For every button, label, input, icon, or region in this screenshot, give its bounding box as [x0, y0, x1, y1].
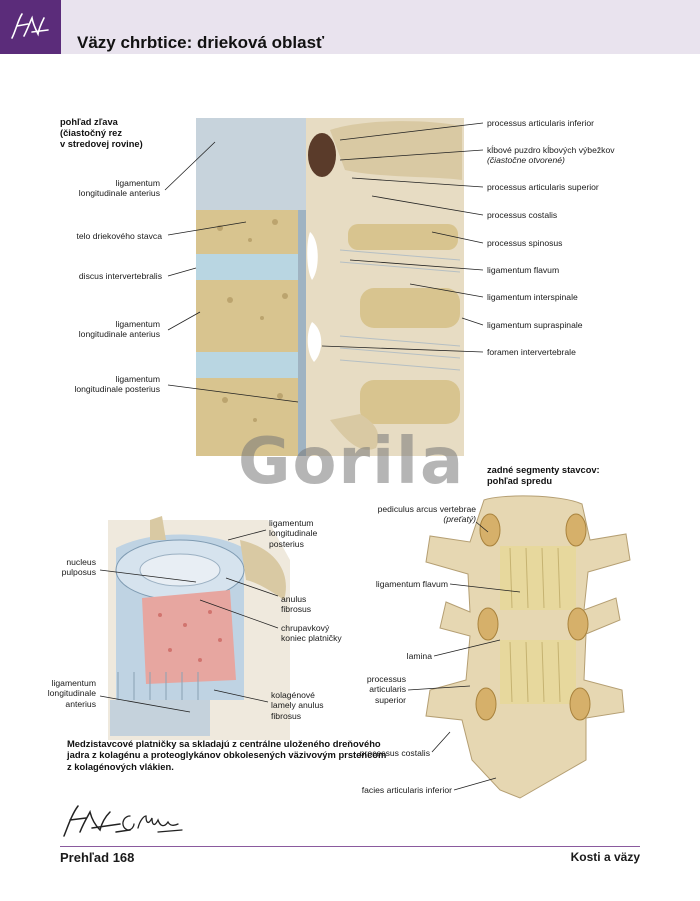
- label-foramen-intervertebrale: foramen intervertebrale: [487, 347, 576, 357]
- label-lig-long-posterius: ligamentum longitudinale posterius: [74, 374, 160, 395]
- label-lig-long-anterius-2: ligamentum longitudinale anterius: [79, 319, 160, 340]
- label-post-lig-flavum: ligamentum flavum: [376, 579, 448, 589]
- label-line: kĺbové puzdro kĺbových výbežkov: [487, 145, 615, 155]
- label-line: ligamentum flavum: [487, 265, 560, 275]
- footer-rule: [60, 846, 640, 847]
- label-line: koniec platničky: [281, 633, 342, 644]
- heading-line: v stredovej rovine): [60, 139, 143, 149]
- label-line: fibrosus: [281, 604, 312, 615]
- label-line: ligamentum: [51, 678, 96, 688]
- disc-caption: Medzistavcové platničky sa skladajú z ce…: [67, 738, 387, 772]
- label-line: longitudinale posterius: [74, 384, 160, 395]
- heading-line: zadné segmenty stavcov:: [487, 465, 600, 475]
- label-line: ligamentum: [269, 518, 314, 528]
- label-discus: discus intervertebralis: [79, 271, 162, 281]
- label-line: processus: [366, 674, 406, 684]
- label-pediculus: pediculus arcus vertebrae (preťatý): [378, 504, 476, 525]
- label-proc-art-superior: processus articularis superior: [487, 182, 599, 192]
- label-lig-supraspinale: ligamentum supraspinale: [487, 320, 583, 330]
- label-line: anterius: [65, 698, 96, 709]
- label-proc-art-inferior: processus articularis inferior: [487, 118, 594, 128]
- label-post-proc-costalis: processus costalis: [360, 748, 430, 758]
- label-line: superior: [374, 694, 406, 705]
- label-line: anulus: [281, 594, 307, 604]
- label-lig-interspinale: ligamentum interspinale: [487, 292, 578, 302]
- label-line: discus intervertebralis: [78, 271, 162, 281]
- label-post-proc-art-superior: processus articularis superior: [367, 674, 406, 705]
- watermark: Gorila: [238, 425, 466, 499]
- label-line: ligamentum interspinale: [487, 292, 578, 302]
- footer-section-label: Kosti a väzy: [570, 850, 640, 864]
- label-line: facies articularis inferior: [361, 785, 452, 795]
- label-line: lamina: [406, 651, 432, 661]
- machado-signature: [122, 815, 183, 833]
- label-line: ligamentum: [115, 374, 160, 384]
- label-line: fibrosus: [271, 710, 302, 721]
- label-line: nucleus: [66, 557, 96, 567]
- label-line: pediculus arcus vertebrae: [377, 504, 476, 514]
- label-facies-articularis: facies articularis inferior: [362, 785, 452, 795]
- label-line: posterius: [269, 538, 304, 549]
- label-telo-stavca: telo driekového stavca: [76, 231, 162, 241]
- label-line: processus spinosus: [487, 238, 563, 248]
- page-title: Väzy chrbtice: drieková oblasť: [77, 33, 325, 52]
- label-anulus-fibrosus: anulus fibrosus: [281, 594, 311, 615]
- label-line: ligamentum flavum: [375, 579, 448, 589]
- label-line: foramen intervertebrale: [487, 347, 576, 357]
- label-line: pulposus: [61, 567, 96, 578]
- footer-page-label: Prehľad 168: [60, 850, 135, 865]
- label-line: ligamentum: [115, 319, 160, 329]
- label-note: (čiastočne otvorené): [487, 155, 565, 166]
- label-line: processus articularis superior: [487, 182, 599, 192]
- label-line: ligamentum: [115, 178, 160, 188]
- intervertebral-disc-illustration: [108, 516, 290, 740]
- label-lig-flavum: ligamentum flavum: [487, 265, 559, 275]
- heading-line: (čiastočný rez: [60, 128, 123, 138]
- label-line: longitudinale anterius: [78, 329, 160, 340]
- lumbar-spine-lateral-illustration: [196, 118, 464, 456]
- label-nucleus-pulposus: nucleus pulposus: [62, 557, 96, 578]
- label-line: ligamentum supraspinale: [487, 320, 583, 330]
- label-line: articularis: [369, 684, 406, 695]
- posterior-vertebral-segments-illustration: [425, 495, 631, 799]
- heading-line: pohľad zľava: [60, 117, 118, 127]
- netter-signature-icon: [11, 13, 49, 39]
- label-line: kolagénové: [271, 690, 315, 700]
- label-line: processus costalis: [487, 210, 558, 220]
- label-line: lamely anulus: [271, 700, 324, 711]
- label-kolagenove-lamely: kolagénové lamely anulus fibrosus: [271, 690, 324, 721]
- label-line: longitudinale anterius: [78, 188, 160, 199]
- label-disc-lig-long-posterius: ligamentum longitudinale posterius: [269, 518, 317, 549]
- label-line: processus costalis: [359, 748, 430, 758]
- label-line: longitudinale: [269, 528, 318, 539]
- netter-logo: [0, 0, 61, 54]
- label-proc-spinosus: processus spinosus: [487, 238, 562, 248]
- top-figure-heading: pohľad zľava (čiastočný rez v stredovej …: [60, 117, 143, 150]
- label-chrupavkovy-koniec: chrupavkový koniec platničky: [281, 623, 342, 644]
- heading-line: pohľad spredu: [487, 476, 553, 486]
- posterior-figure-heading: zadné segmenty stavcov: pohľad spredu: [487, 465, 600, 487]
- label-lig-long-anterius-1: ligamentum longitudinale anterius: [79, 178, 160, 199]
- label-disc-lig-long-anterius: ligamentum longitudinale anterius: [48, 678, 96, 709]
- label-klbove-puzdro: kĺbové puzdro kĺbových výbežkov (čiastoč…: [487, 145, 615, 166]
- header-band: [0, 0, 700, 54]
- label-proc-costalis: processus costalis: [487, 210, 557, 220]
- label-lamina: lamina: [407, 651, 432, 661]
- label-line: chrupavkový: [281, 623, 330, 633]
- netter-signature: [63, 805, 131, 837]
- label-line: longitudinale: [47, 688, 96, 699]
- label-line: telo driekového stavca: [76, 231, 162, 241]
- label-note: (preťatý): [443, 514, 476, 525]
- label-line: processus articularis inferior: [487, 118, 594, 128]
